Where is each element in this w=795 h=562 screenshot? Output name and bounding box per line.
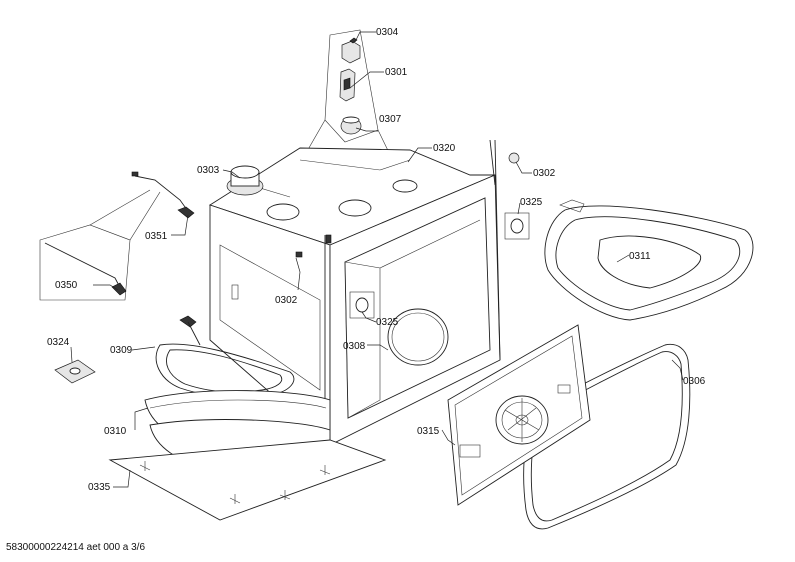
- callout-0350: 0350: [55, 280, 78, 291]
- callout-0309: 0309: [110, 345, 133, 356]
- callout-0335: 0335: [88, 482, 111, 493]
- callout-0311: 0311: [629, 251, 651, 262]
- ring-heater-element: [387, 308, 449, 366]
- callout-0302-left: 0302: [275, 295, 298, 306]
- door-seal: [523, 343, 691, 530]
- callout-labels: 0304 0301 0307 0303 0320 0302 0325 0351 …: [47, 27, 706, 493]
- grill-heater-element: [544, 199, 754, 321]
- foot-pad: [54, 359, 96, 384]
- callout-0304: 0304: [376, 27, 399, 38]
- callout-0325-left: 0325: [376, 317, 399, 328]
- temperature-sensor: [39, 171, 195, 301]
- callout-0325-right: 0325: [520, 197, 543, 208]
- callout-0301: 0301: [385, 67, 408, 78]
- callout-0320: 0320: [433, 143, 456, 154]
- callout-0303: 0303: [197, 165, 220, 176]
- bottom-plate: [108, 439, 387, 521]
- lamp-cover-box-a: [504, 212, 530, 240]
- lamp-assembly-inset: [301, 29, 396, 166]
- callout-0306: 0306: [683, 376, 706, 387]
- lamp-socket-part: [341, 40, 361, 64]
- callout-0315: 0315: [417, 426, 440, 437]
- rear-panel-with-fan: [447, 324, 591, 506]
- leader-lines: [70, 31, 684, 488]
- callout-0310: 0310: [104, 426, 127, 437]
- callout-0307: 0307: [379, 114, 402, 125]
- drawing-reference-code: 58300000224214 aet 000 a 3/6: [6, 542, 146, 553]
- callout-0324: 0324: [47, 337, 70, 348]
- callout-0351: 0351: [145, 231, 168, 242]
- oven-cavity-body: [208, 139, 501, 446]
- callout-0308: 0308: [343, 341, 366, 352]
- lamp-glass-right: [508, 152, 520, 164]
- callout-0302-right: 0302: [533, 168, 556, 179]
